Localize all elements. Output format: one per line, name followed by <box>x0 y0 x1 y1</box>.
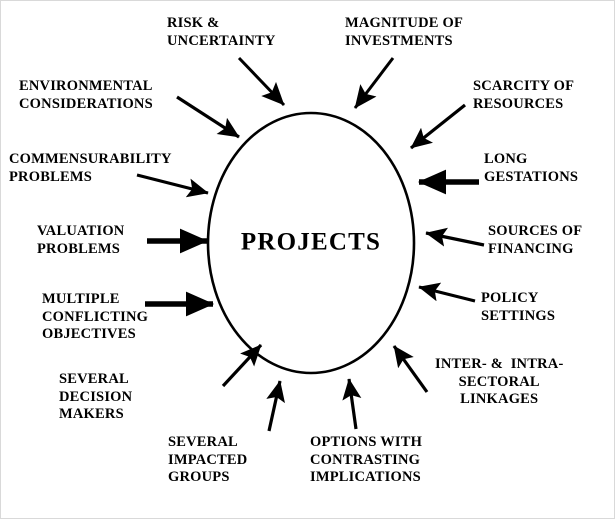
arrow-several-impacted-groups <box>266 380 285 432</box>
factor-label-line: SEVERAL <box>59 371 129 387</box>
factor-label-risk-uncertainty: RISK &UNCERTAINTY <box>167 15 276 50</box>
factor-label-line: COMMENSURABILITY <box>9 151 172 167</box>
arrow-sources-of-financing <box>425 227 485 247</box>
factor-label-line: MULTIPLE <box>42 291 120 307</box>
arrow-layer <box>136 56 485 432</box>
factor-label-line: SECTORAL <box>458 373 540 390</box>
factor-label-line: VALUATION <box>37 223 125 239</box>
factor-label-line: SCARCITY OF <box>473 78 575 94</box>
factor-label-line: PROBLEMS <box>9 168 92 185</box>
factor-label-line: IMPLICATIONS <box>310 469 421 486</box>
arrow-scarcity-of-resources <box>410 103 466 150</box>
factor-label-line: INTER- & INTRA- <box>435 356 564 372</box>
factor-label-line: INVESTMENTS <box>345 32 453 49</box>
factor-label-line: MAKERS <box>59 406 124 423</box>
factor-label-line: UNCERTAINTY <box>167 32 276 49</box>
arrow-policy-settings <box>418 282 476 303</box>
factor-label-line: CONFLICTING <box>42 308 149 325</box>
factor-label-line: CONTRASTING <box>310 451 421 468</box>
factor-label-line: FINANCING <box>488 240 574 257</box>
factor-label-line: RESOURCES <box>473 95 564 112</box>
arrow-several-decision-makers <box>221 343 263 388</box>
factor-label-line: ENVIRONMENTAL <box>19 78 153 94</box>
arrow-magnitude-of-investments <box>353 57 395 109</box>
factor-label-line: OBJECTIVES <box>42 326 136 343</box>
factor-label-line: LONG <box>484 151 528 167</box>
factor-label-line: SETTINGS <box>481 307 556 324</box>
factor-label-line: SEVERAL <box>168 434 238 450</box>
factor-label-line: GESTATIONS <box>484 168 579 185</box>
arrow-risk-uncertainty <box>237 56 286 107</box>
factor-label-line: OPTIONS WITH <box>310 434 423 450</box>
arrow-options-with-contrasting-implications <box>342 378 362 430</box>
factor-label-line: CONSIDERATIONS <box>19 95 153 112</box>
center-label-projects: PROJECTS <box>240 228 382 256</box>
factor-label-line: MAGNITUDE OF <box>345 15 463 31</box>
factor-label-line: SOURCES OF <box>488 223 583 239</box>
arrow-inter-intra-sectoral-linkages <box>392 345 429 393</box>
factor-label-line: PROBLEMS <box>37 240 120 257</box>
factor-label-line: LINKAGES <box>460 391 539 408</box>
arrow-commensurability-problems <box>136 173 209 198</box>
factor-label-line: GROUPS <box>168 469 230 486</box>
factor-label-line: POLICY <box>481 290 539 306</box>
factor-label-line: RISK & <box>167 15 220 31</box>
factor-label-line: IMPACTED <box>168 451 248 468</box>
factor-label-line: DECISION <box>59 388 133 405</box>
arrow-environmental-considerations <box>176 95 240 139</box>
